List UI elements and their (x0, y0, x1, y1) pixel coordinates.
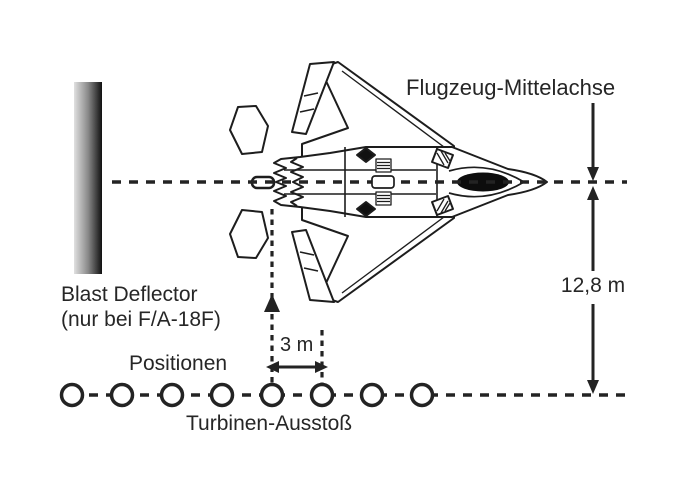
position-circle (309, 382, 335, 408)
position-circle (359, 382, 385, 408)
blast-deflector-label-line2: (nur bei F/A-18F) (61, 307, 221, 331)
lateral-distance-label: 12,8 m (560, 274, 626, 297)
wing-right-leading-edge-line (341, 213, 449, 294)
position-circles (59, 382, 435, 408)
canopy (457, 172, 509, 192)
spacing-arrow-left-head (266, 361, 279, 373)
blast-deflector-label: Blast Deflector (nur bei F/A-18F) (61, 283, 221, 333)
intake-panel-bottom-hatch (436, 198, 451, 214)
position-circle (59, 382, 85, 408)
dim-arrow-down-at-positions-line (587, 380, 599, 394)
grille-top-slats (377, 161, 390, 170)
spacing-arrow-right-head (315, 361, 328, 373)
stabilizer-right (229, 209, 269, 259)
tail-fin-right-steps (299, 251, 319, 272)
blast-deflector-label-line1: Blast Deflector (61, 283, 198, 306)
blast-deflector-bar (74, 82, 102, 274)
centerline-label: Flugzeug-Mittelachse (406, 75, 616, 100)
fuselage-diamond-top (356, 147, 376, 163)
dim-arrow-up-below-centerline (587, 186, 599, 200)
refuel-hatch (371, 175, 395, 189)
aircraft-top-view (229, 61, 548, 303)
position-circle (209, 382, 235, 408)
grille-bottom-slats (377, 194, 390, 203)
position-circle (259, 382, 285, 408)
spacing-label: 3 m (280, 334, 314, 356)
dim-arrow-down-at-centerline (587, 167, 599, 181)
wing-left-leading-edge-line (341, 70, 449, 151)
turbine-pointer-group (264, 209, 328, 384)
tail-fin-left (291, 61, 335, 135)
tail-fin-right (291, 229, 335, 303)
nozzle-chevron-line (290, 157, 304, 207)
position-circle (159, 382, 185, 408)
turbine-pointer-arrow-up (264, 294, 280, 312)
dimension-line-12-8m (587, 103, 599, 394)
tail-fin-left-steps (299, 92, 319, 113)
stabilizer-left (229, 105, 269, 155)
fuselage (273, 146, 548, 218)
turbine-exhaust-label: Turbinen-Ausstoß (186, 412, 353, 435)
fuselage-diamond-bottom (356, 201, 376, 217)
positions-title-label: Positionen (129, 352, 228, 375)
fuselage-panel-lines (284, 147, 438, 217)
position-circle (409, 382, 435, 408)
position-circle (109, 382, 135, 408)
intake-panel-top-hatch (436, 150, 451, 166)
